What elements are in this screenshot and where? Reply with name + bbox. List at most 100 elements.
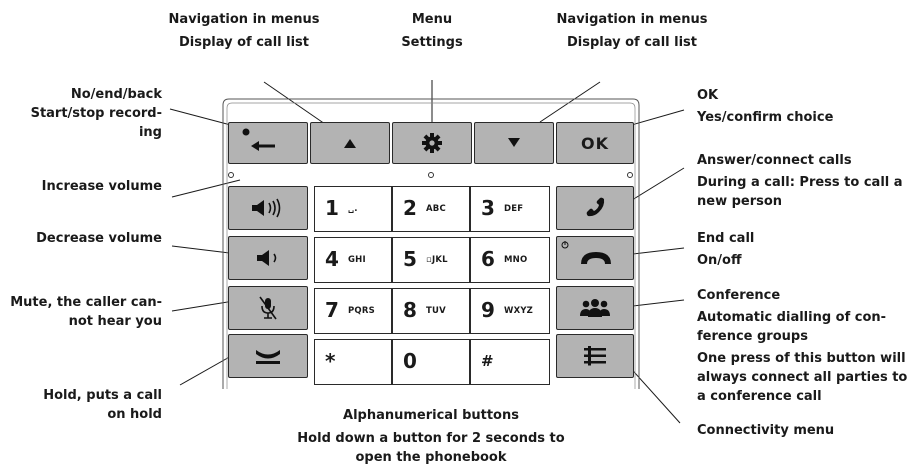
key-5[interactable]: 5 ▫JKL (392, 237, 470, 283)
connectivity-button[interactable] (556, 334, 634, 378)
key-7-digit: 7 (325, 298, 339, 322)
label-back-line2: Start/stop record- (30, 106, 162, 121)
label-nav-up-line2: Display of call list (178, 35, 309, 50)
key-7-letters: PQRS (348, 306, 375, 316)
key-9[interactable]: 9 WXYZ (470, 288, 550, 334)
key-9-letters: WXYZ (504, 306, 534, 316)
label-alpha-line3: open the phonebook (355, 450, 507, 465)
label-nav-down-line2: Display of call list (566, 35, 697, 50)
label-alpha-line1: Alphanumerical buttons (343, 408, 519, 423)
label-conference-line4: One press of this button will (697, 351, 906, 366)
arrow-up-icon (344, 139, 356, 148)
key-3[interactable]: 3 DEF (470, 186, 550, 232)
key-star[interactable]: * (314, 339, 392, 385)
label-alphanumerical: Alphanumerical buttons Hold down a butto… (276, 406, 586, 467)
connectivity-menu-icon (584, 346, 606, 366)
label-answer: Answer/connect calls During a call: Pres… (697, 151, 912, 211)
key-8[interactable]: 8 TUV (392, 288, 470, 334)
ok-button[interactable]: OK (556, 122, 634, 164)
label-answer-line3: new person (697, 194, 783, 209)
label-ok-line2: Yes/confirm choice (697, 110, 834, 125)
key-2-digit: 2 (403, 196, 417, 220)
answer-button[interactable] (556, 186, 634, 230)
label-back: No/end/back Start/stop record- ing (0, 85, 162, 142)
label-end-line1: End call (697, 231, 755, 246)
label-mute: Mute, the caller can- not hear you (0, 293, 162, 331)
label-hold-line2: on hold (107, 407, 162, 422)
line-nav-down (539, 81, 601, 123)
key-9-digit: 9 (481, 298, 495, 322)
panel-outline (222, 98, 640, 389)
indicator-dot-right (627, 172, 633, 178)
key-6-letters: MNO (504, 255, 528, 265)
keypad-panel: OK (222, 98, 640, 428)
label-mute-line2: not hear you (68, 314, 162, 329)
key-4[interactable]: 4 GHI (314, 237, 392, 283)
label-conference-line2: Automatic dialling of con- (697, 310, 887, 325)
key-3-letters: DEF (504, 204, 524, 214)
arrow-down-icon (508, 138, 520, 147)
label-answer-line1: Answer/connect calls (697, 153, 852, 168)
label-menu: Menu Settings (382, 10, 482, 52)
hold-handset-icon (256, 350, 280, 364)
label-hold-line1: Hold, puts a call (43, 388, 162, 403)
hold-button[interactable] (228, 334, 308, 378)
key-0[interactable]: 0 (392, 339, 470, 385)
label-menu-line1: Menu (411, 12, 453, 27)
label-connectivity: Connectivity menu (697, 423, 835, 438)
phone-hangup-icon (561, 241, 611, 264)
key-2-letters: ABC (426, 204, 446, 214)
key-1-digit: 1 (325, 196, 339, 220)
label-conference-line6: a conference call (697, 389, 822, 404)
label-conference: Conference Automatic dialling of con- fe… (697, 286, 912, 406)
label-vol-up: Increase volume (41, 179, 162, 194)
volume-up-button[interactable] (228, 186, 308, 230)
record-back-icon (242, 128, 275, 151)
key-hash[interactable]: # (470, 339, 550, 385)
volume-up-icon (252, 198, 281, 218)
label-nav-up-line1: Navigation in menus (168, 12, 320, 27)
line-end (623, 247, 685, 256)
label-menu-line2: Settings (401, 35, 463, 50)
label-conference-line3: ference groups (697, 329, 808, 344)
menu-button[interactable] (392, 122, 472, 164)
label-end-call: End call On/off (697, 229, 907, 270)
key-6[interactable]: 6 MNO (470, 237, 550, 283)
ok-button-label: OK (581, 133, 609, 153)
key-4-letters: GHI (348, 255, 366, 265)
phone-answer-icon (586, 197, 605, 217)
key-1[interactable]: 1 ␣. (314, 186, 392, 232)
key-3-digit: 3 (481, 196, 495, 220)
back-button[interactable] (228, 122, 308, 164)
key-1-letters: ␣. (348, 204, 358, 214)
gear-icon (422, 133, 442, 153)
label-mute-line1: Mute, the caller can- (10, 295, 162, 310)
key-6-digit: 6 (481, 247, 495, 271)
label-answer-line2: During a call: Press to call a (697, 175, 903, 190)
key-hash-digit: # (481, 352, 494, 370)
conference-button[interactable] (556, 286, 634, 330)
end-call-button[interactable] (556, 236, 634, 280)
line-vol-up (171, 179, 241, 198)
volume-down-button[interactable] (228, 236, 308, 280)
label-back-line1: No/end/back (70, 87, 162, 102)
key-4-digit: 4 (325, 247, 339, 271)
label-nav-up: Navigation in menus Display of call list (126, 10, 362, 52)
key-8-letters: TUV (426, 306, 446, 316)
label-ok: OK Yes/confirm choice (697, 86, 907, 127)
indicator-dot-center (428, 172, 434, 178)
label-conference-line5: always connect all parties to (697, 370, 908, 385)
nav-up-button[interactable] (310, 122, 390, 164)
key-5-letters: ▫JKL (426, 255, 448, 265)
key-star-digit: * (325, 349, 336, 373)
nav-down-button[interactable] (474, 122, 554, 164)
label-hold: Hold, puts a call on hold (0, 386, 162, 424)
label-end-line2: On/off (697, 253, 742, 268)
label-alpha-line2: Hold down a button for 2 seconds to (297, 431, 565, 446)
label-ok-line1: OK (697, 88, 719, 103)
key-2[interactable]: 2 ABC (392, 186, 470, 232)
mute-button[interactable] (228, 286, 308, 330)
key-7[interactable]: 7 PQRS (314, 288, 392, 334)
indicator-dot-left (228, 172, 234, 178)
line-answer (623, 167, 685, 206)
